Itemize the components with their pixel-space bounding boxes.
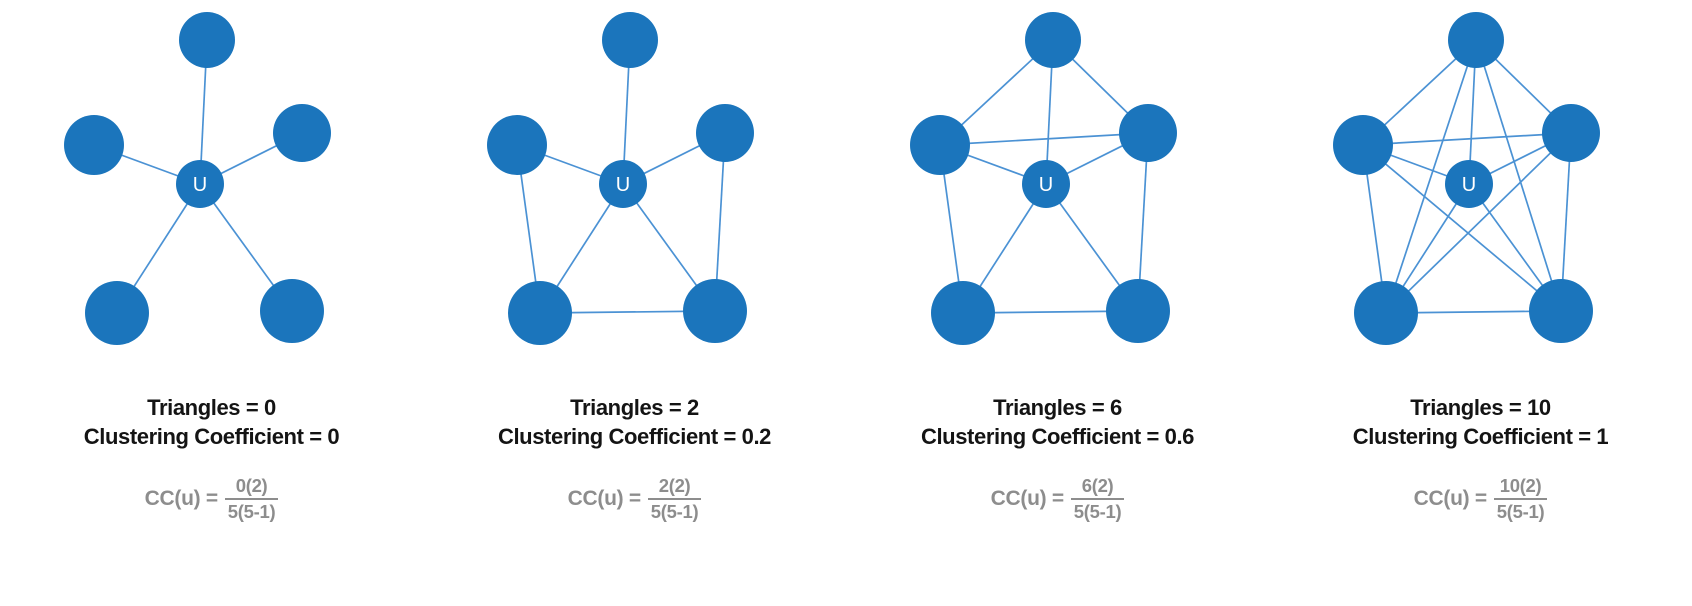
graph-node-top	[1447, 12, 1504, 68]
center-node-label: U	[1461, 174, 1475, 196]
graph-node-u	[598, 160, 647, 208]
graph-node-ul	[1332, 115, 1393, 175]
formula-numerator: 10(2)	[1499, 475, 1542, 497]
formula-fraction: 0(2) 5(5-1)	[224, 475, 279, 523]
formula-denominator: 5(5-1)	[1493, 498, 1548, 523]
graph-node-top	[601, 12, 658, 68]
formula-fraction: 6(2) 5(5-1)	[1070, 475, 1125, 523]
graph-edge-ur-bl	[1384, 132, 1572, 314]
triangles-label: Triangles = 10	[1410, 395, 1551, 420]
graph-node-u	[175, 160, 224, 208]
graph-edge-ul-ur	[1362, 132, 1571, 146]
formula-lhs: CC(u) =	[1413, 487, 1487, 511]
panel-caption: Triangles = 0 Clustering Coefficient = 0	[83, 394, 340, 451]
cc-formula: CC(u) = 10(2) 5(5-1)	[1414, 475, 1548, 523]
clustering-panel: U Triangles = 6 Clustering Coefficient =…	[846, 0, 1269, 606]
clustering-panel: U Triangles = 2 Clustering Coefficient =…	[423, 0, 846, 606]
formula-denominator: 5(5-1)	[1070, 498, 1125, 523]
formula-numerator: 2(2)	[658, 475, 691, 497]
formula-numerator: 6(2)	[1081, 475, 1114, 497]
graph-edge-ul-ur	[939, 132, 1148, 146]
graph-node-ur	[1541, 104, 1600, 162]
cc-formula: CC(u) = 2(2) 5(5-1)	[568, 475, 702, 523]
triangles-label: Triangles = 6	[993, 395, 1122, 420]
graph-node-bl	[507, 281, 572, 345]
graph-edge-top-bl	[1384, 39, 1477, 314]
graph-node-br	[682, 279, 747, 343]
formula-denominator: 5(5-1)	[647, 498, 702, 523]
graph-node-br	[1528, 279, 1593, 343]
graph-node-ul	[909, 115, 970, 175]
graph-edge-top-br	[1474, 39, 1562, 312]
graph-node-br	[259, 279, 324, 343]
coefficient-label: Clustering Coefficient = 0.2	[497, 423, 772, 449]
graph-node-bl	[1353, 281, 1418, 345]
graph-node-u	[1021, 160, 1070, 208]
center-node-label: U	[1038, 174, 1052, 196]
coefficient-label: Clustering Coefficient = 0.6	[920, 423, 1195, 449]
formula-lhs: CC(u) =	[144, 487, 218, 511]
graph-node-bl	[84, 281, 149, 345]
graph-node-ur	[695, 104, 754, 162]
formula-lhs: CC(u) =	[990, 487, 1064, 511]
center-node-label: U	[615, 174, 629, 196]
clustering-panel: U Triangles = 10 Clustering Coefficient …	[1269, 0, 1692, 606]
cc-formula: CC(u) = 6(2) 5(5-1)	[991, 475, 1125, 523]
graph-node-ul	[63, 115, 124, 175]
formula-numerator: 0(2)	[235, 475, 268, 497]
graph-edge-ul-br	[1361, 144, 1562, 312]
graph-diagram: U	[909, 12, 1177, 345]
coefficient-label: Clustering Coefficient = 0	[83, 423, 340, 449]
graph-diagram: U	[63, 12, 331, 345]
triangles-label: Triangles = 0	[147, 395, 276, 420]
panel-caption: Triangles = 6 Clustering Coefficient = 0…	[921, 394, 1194, 451]
cc-formula: CC(u) = 0(2) 5(5-1)	[145, 475, 279, 523]
clustering-panel: U Triangles = 0 Clustering Coefficient =…	[0, 0, 423, 606]
center-node-label: U	[192, 174, 206, 196]
formula-lhs: CC(u) =	[567, 487, 641, 511]
graph-node-ul	[486, 115, 547, 175]
formula-fraction: 2(2) 5(5-1)	[647, 475, 702, 523]
graph-node-bl	[930, 281, 995, 345]
coefficient-label: Clustering Coefficient = 1	[1352, 423, 1609, 449]
triangles-label: Triangles = 2	[570, 395, 699, 420]
graph-node-top	[1024, 12, 1081, 68]
graph-diagram: U	[486, 12, 754, 345]
graph-node-br	[1105, 279, 1170, 343]
graph-diagram: U	[1332, 12, 1600, 345]
panel-caption: Triangles = 2 Clustering Coefficient = 0…	[498, 394, 771, 451]
graph-node-u	[1444, 160, 1493, 208]
graph-node-ur	[272, 104, 331, 162]
formula-fraction: 10(2) 5(5-1)	[1493, 475, 1548, 523]
formula-denominator: 5(5-1)	[224, 498, 279, 523]
panel-caption: Triangles = 10 Clustering Coefficient = …	[1352, 394, 1609, 451]
graph-node-ur	[1118, 104, 1177, 162]
graph-node-top	[178, 12, 235, 68]
